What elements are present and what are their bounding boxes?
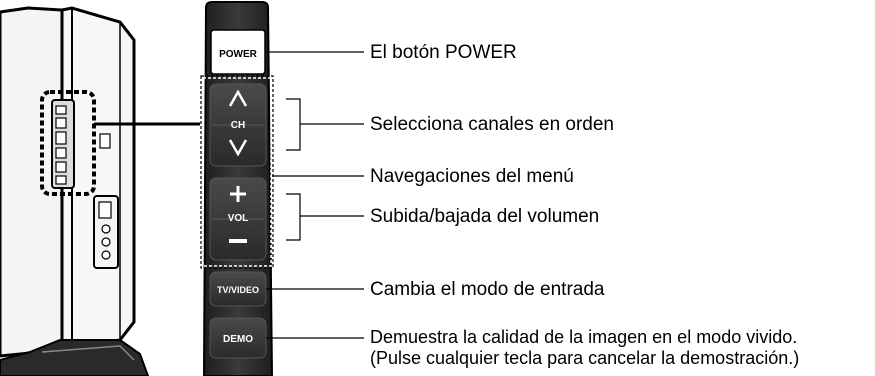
demo-description-line1: Demuestra la calidad de la imagen en el … — [370, 327, 798, 347]
callout-lines — [266, 51, 364, 339]
menu-nav-description: Navegaciones del menú — [370, 166, 574, 187]
demo-description-line2: (Pulse cualquier tecla para cancelar la … — [370, 348, 800, 368]
ch-label: CH — [231, 120, 245, 131]
volume-bracket — [286, 193, 301, 241]
vol-label: VOL — [228, 213, 249, 224]
volume-description: Subida/bajada del volumen — [370, 206, 600, 227]
power-button[interactable] — [210, 29, 266, 75]
ch-vol-group-highlight — [202, 77, 272, 267]
chevron-up-icon[interactable] — [228, 89, 248, 107]
channels-description: Selecciona canales en orden — [370, 114, 615, 135]
control-panel: POWER CH VOL TV/VIDEO DEMO — [200, 1, 274, 376]
plus-icon[interactable] — [230, 186, 246, 202]
demo-button-label: DEMO — [223, 334, 253, 345]
power-description: El botón POWER — [370, 42, 517, 63]
input-mode-description: Cambia el modo de entrada — [370, 279, 605, 300]
side-buttons-highlight — [40, 90, 96, 196]
tv-video-button-label: TV/VIDEO — [217, 285, 259, 295]
tv-stand — [0, 339, 150, 376]
channels-bracket — [286, 98, 301, 151]
tv-side-view — [0, 6, 200, 376]
chevron-down-icon[interactable] — [228, 139, 248, 157]
power-button-label: POWER — [219, 49, 258, 60]
